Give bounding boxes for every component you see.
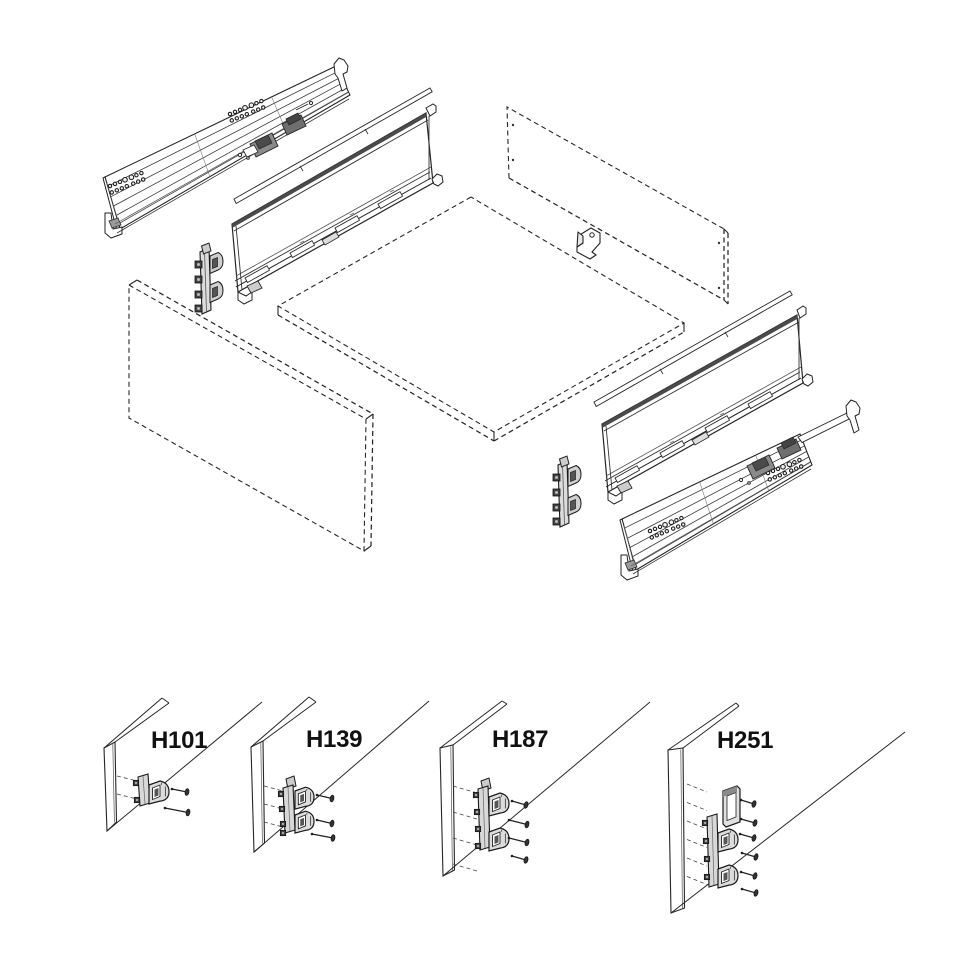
svg-text:H187: H187 (492, 726, 548, 753)
svg-text:H251: H251 (717, 727, 773, 754)
svg-text:H139: H139 (306, 726, 362, 753)
svg-text:H101: H101 (151, 727, 207, 754)
